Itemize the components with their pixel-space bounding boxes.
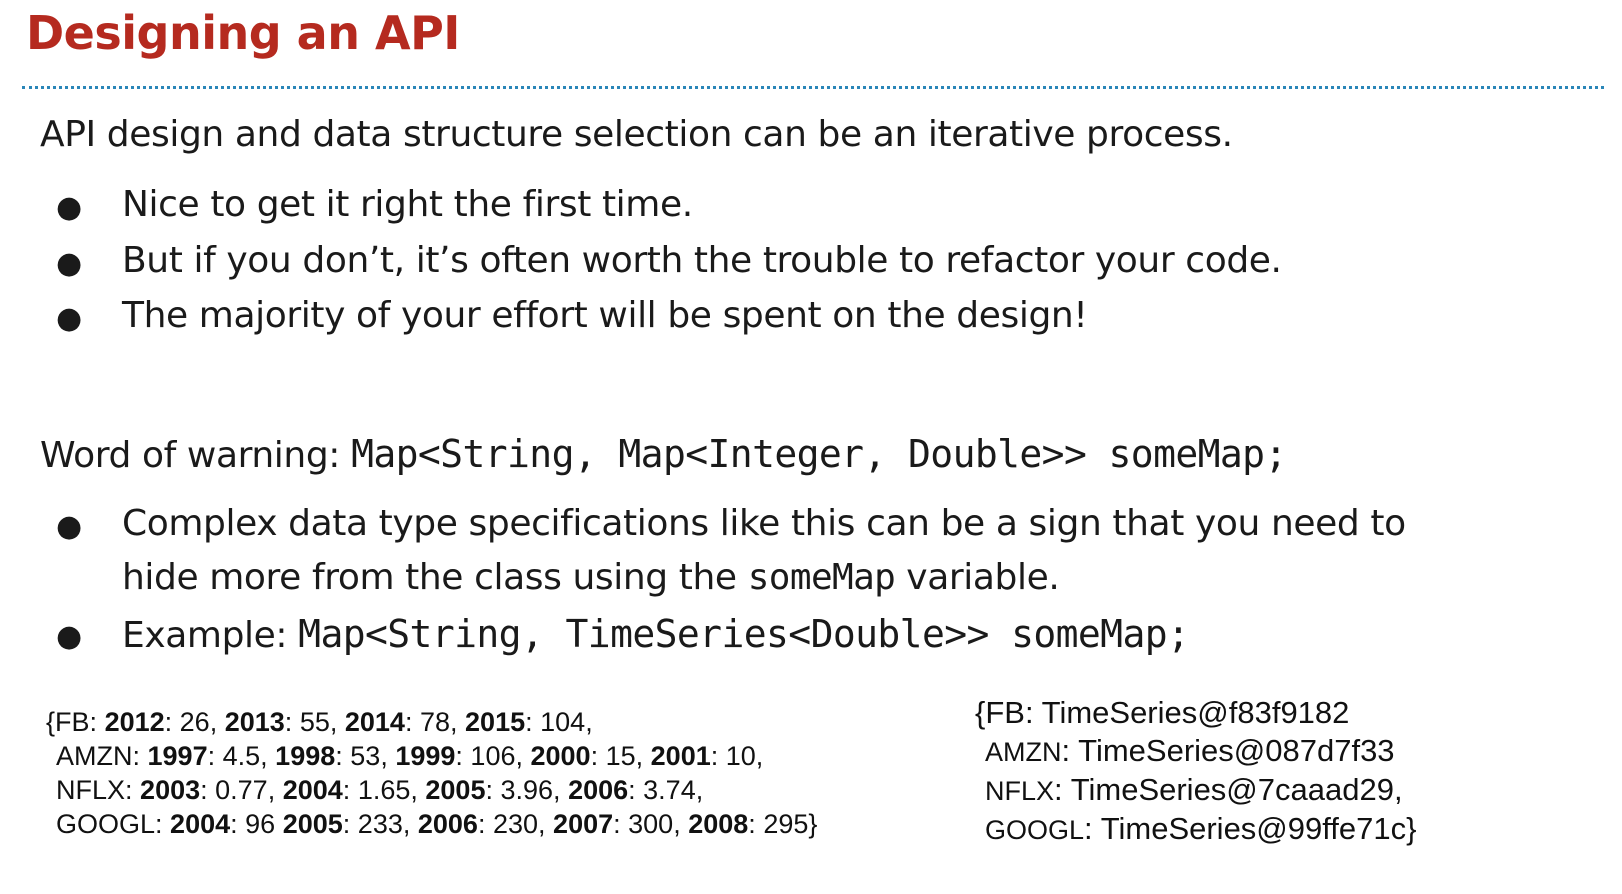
intro-text: API design and data structure selection …: [40, 114, 1233, 155]
value: 0.77: [215, 775, 268, 805]
bullet-dot: ●: [56, 509, 82, 544]
map-row-fb: {FB: 2012: 26, 2013: 55, 2014: 78, 2015:…: [46, 707, 593, 737]
ts-row-fb: {FB: TimeSeries@f83f9182: [975, 695, 1350, 730]
close-brace: }: [1406, 811, 1417, 846]
map-literal-nested: {FB: 2012: 26, 2013: 55, 2014: 78, 2015:…: [46, 705, 817, 841]
map-row-amzn: AMZN: 1997: 4.5, 1998: 53, 1999: 106, 20…: [56, 741, 764, 771]
value: 300: [628, 809, 674, 839]
map-key: FB: [985, 695, 1025, 730]
warning-bullet-1-text-end: variable.: [895, 557, 1060, 598]
warning-bullet-1-line-2: hide more from the class using the someM…: [122, 557, 1060, 598]
value: 15: [605, 741, 636, 771]
value: 53: [350, 741, 381, 771]
year: 2004: [170, 809, 231, 839]
warning-prefix: Word of warning:: [40, 435, 341, 476]
value: 26: [179, 707, 210, 737]
open-brace: {: [975, 695, 986, 730]
map-key: NFLX: [56, 775, 126, 805]
bullet-dot: ●: [56, 246, 82, 281]
value: 10: [725, 741, 756, 771]
year: 2013: [224, 707, 285, 737]
map-row-nflx: NFLX: 2003: 0.77, 2004: 1.65, 2005: 3.96…: [56, 775, 704, 805]
open-brace: {: [46, 707, 56, 737]
map-key: AMZN: [985, 737, 1062, 767]
year: 2005: [282, 809, 343, 839]
title-divider: [22, 86, 1604, 89]
intro-bullet-3: The majority of your effort will be spen…: [122, 295, 1088, 336]
year: 2008: [688, 809, 749, 839]
value: 104: [540, 707, 586, 737]
warning-bullet-1-code: someMap: [747, 557, 896, 598]
value: 3.74: [643, 775, 696, 805]
bullet-dot: ●: [56, 619, 82, 654]
slide-title: Designing an API: [26, 6, 460, 60]
ts-value: TimeSeries@087d7f33: [1078, 733, 1395, 768]
warning-bullet-1-line-1: Complex data type specifications like th…: [122, 503, 1406, 544]
ts-row-googl: GOOGL: TimeSeries@99ffe71c}: [985, 811, 1417, 846]
value: 78: [419, 707, 451, 737]
value: 106: [470, 741, 516, 771]
map-key: AMZN: [56, 741, 133, 771]
year: 2006: [417, 809, 478, 839]
year: 2004: [282, 775, 343, 805]
year: 1999: [395, 741, 456, 771]
example-prefix: Example:: [122, 615, 288, 656]
year: 2001: [650, 741, 711, 771]
map-key: GOOGL: [56, 809, 156, 839]
year: 2005: [425, 775, 486, 805]
ts-value: TimeSeries@7caaad29: [1070, 772, 1394, 807]
year: 2006: [568, 775, 629, 805]
value: 1.65: [357, 775, 411, 805]
warning-bullet-1-text: hide more from the class using the: [122, 557, 748, 598]
year: 2012: [104, 707, 165, 737]
value: 55: [299, 707, 330, 737]
example-code: Map<String, TimeSeries<Double>> someMap;: [298, 612, 1190, 656]
map-literal-timeseries: {FB: TimeSeries@f83f9182 AMZN: TimeSerie…: [975, 694, 1417, 849]
intro-bullet-2: But if you don’t, it’s often worth the t…: [122, 240, 1282, 281]
ts-row-nflx: NFLX: TimeSeries@7caaad29,: [985, 772, 1403, 807]
map-key: NFLX: [985, 776, 1055, 806]
year: 2014: [344, 707, 405, 737]
map-key: GOOGL: [985, 815, 1085, 845]
intro-bullet-1: Nice to get it right the first time.: [122, 184, 693, 225]
value: 4.5: [222, 741, 261, 771]
year: 2015: [465, 707, 526, 737]
close-brace: }: [808, 809, 818, 839]
year: 1997: [147, 741, 208, 771]
map-key: FB: [55, 707, 90, 737]
value: 96: [245, 809, 276, 839]
year: 2003: [140, 775, 201, 805]
bullet-dot: ●: [56, 301, 82, 336]
value: 233: [357, 809, 403, 839]
ts-value: TimeSeries@f83f9182: [1041, 695, 1350, 730]
warning-line: Word of warning: Map<String, Map<Integer…: [40, 432, 1287, 476]
year: 1998: [275, 741, 336, 771]
ts-row-amzn: AMZN: TimeSeries@087d7f33: [985, 733, 1395, 768]
value: 230: [492, 809, 539, 839]
year: 2000: [530, 741, 591, 771]
ts-value: TimeSeries@99ffe71c: [1100, 811, 1407, 846]
warning-code: Map<String, Map<Integer, Double>> someMa…: [351, 432, 1287, 476]
year: 2007: [553, 809, 614, 839]
value: 3.96: [500, 775, 554, 805]
warning-bullet-2: Example: Map<String, TimeSeries<Double>>…: [122, 612, 1190, 656]
map-row-googl: GOOGL: 2004: 96 2005: 233, 2006: 230, 20…: [56, 809, 818, 839]
value: 295: [763, 809, 809, 839]
bullet-dot: ●: [56, 190, 82, 225]
